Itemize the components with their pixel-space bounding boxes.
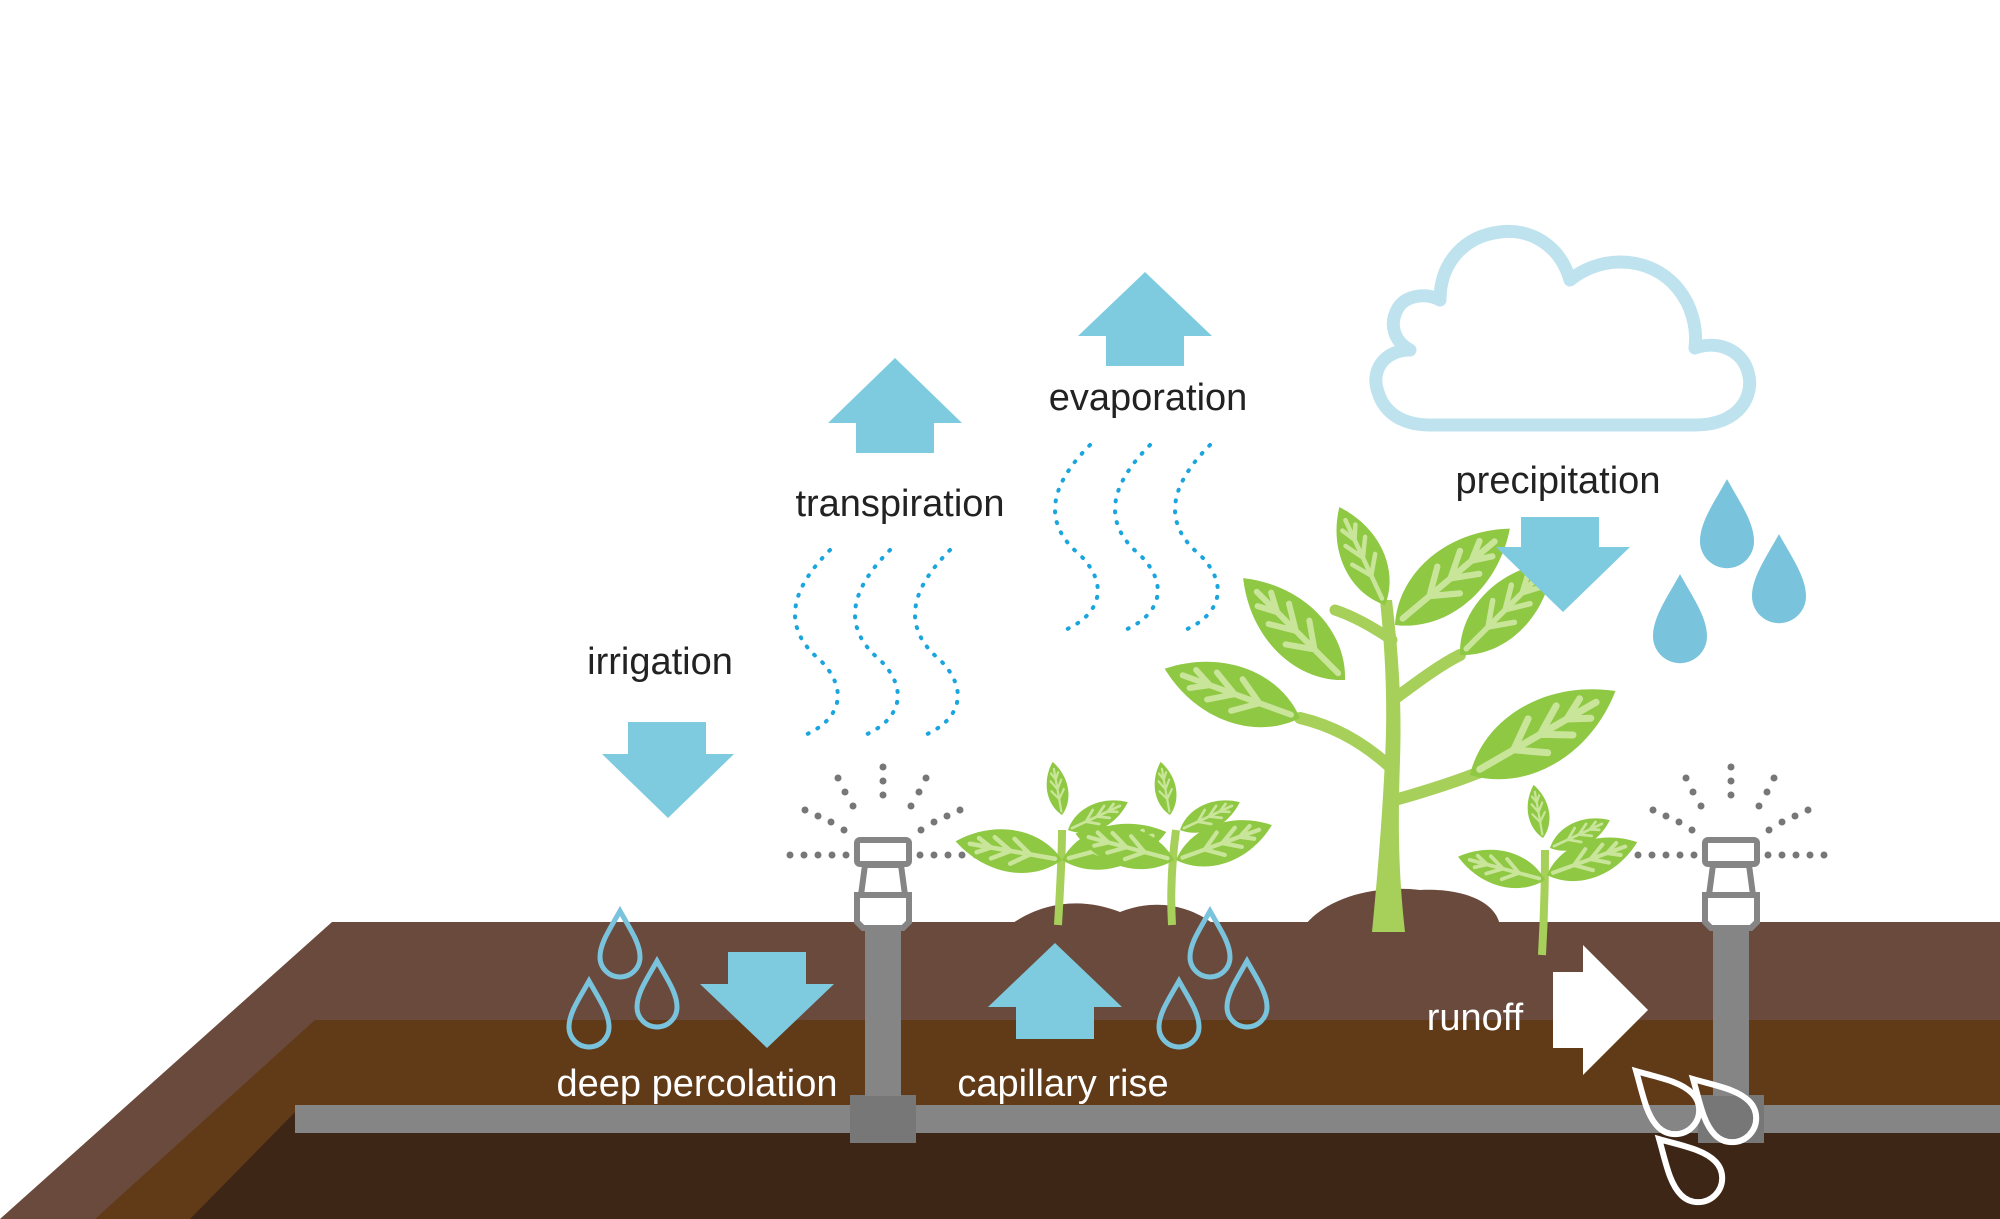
sprinkler-left [786, 763, 980, 1096]
capillary-rise-arrow [988, 943, 1122, 1039]
sprinkler-right [1634, 763, 1828, 1096]
deep-percolation-arrow [700, 952, 834, 1048]
cloud-icon [1369, 224, 1757, 432]
transpiration-arrow [828, 358, 962, 453]
evaporation-vapor [1053, 443, 1220, 632]
seedlings-left [952, 758, 1279, 926]
large-plant [1155, 498, 1632, 932]
label-transpiration: transpiration [795, 483, 1004, 525]
rain-drops [1653, 479, 1806, 664]
sprinkler-left-spray [786, 763, 980, 859]
evaporation-arrow [1078, 272, 1212, 366]
transpiration-vapor [793, 548, 960, 737]
irrigation-arrow [602, 722, 734, 818]
soil [0, 888, 2000, 1219]
label-precipitation: precipitation [1456, 460, 1661, 502]
label-capillary-rise: capillary rise [957, 1063, 1168, 1105]
label-evaporation: evaporation [1049, 377, 1248, 419]
label-runoff: runoff [1427, 997, 1524, 1039]
runoff-arrow [1553, 945, 1648, 1075]
seedling-right [1451, 781, 1644, 956]
label-deep-percolation: deep percolation [557, 1063, 838, 1105]
soil-bottom-layer [190, 1107, 2000, 1219]
label-irrigation: irrigation [587, 641, 733, 683]
precipitation-arrow [1496, 517, 1630, 612]
irrigation-pipe [295, 1095, 2000, 1143]
sprinkler-right-spray [1634, 763, 1828, 859]
soil-mound-small [1010, 903, 1215, 925]
soil-mound-large [1305, 888, 1500, 925]
